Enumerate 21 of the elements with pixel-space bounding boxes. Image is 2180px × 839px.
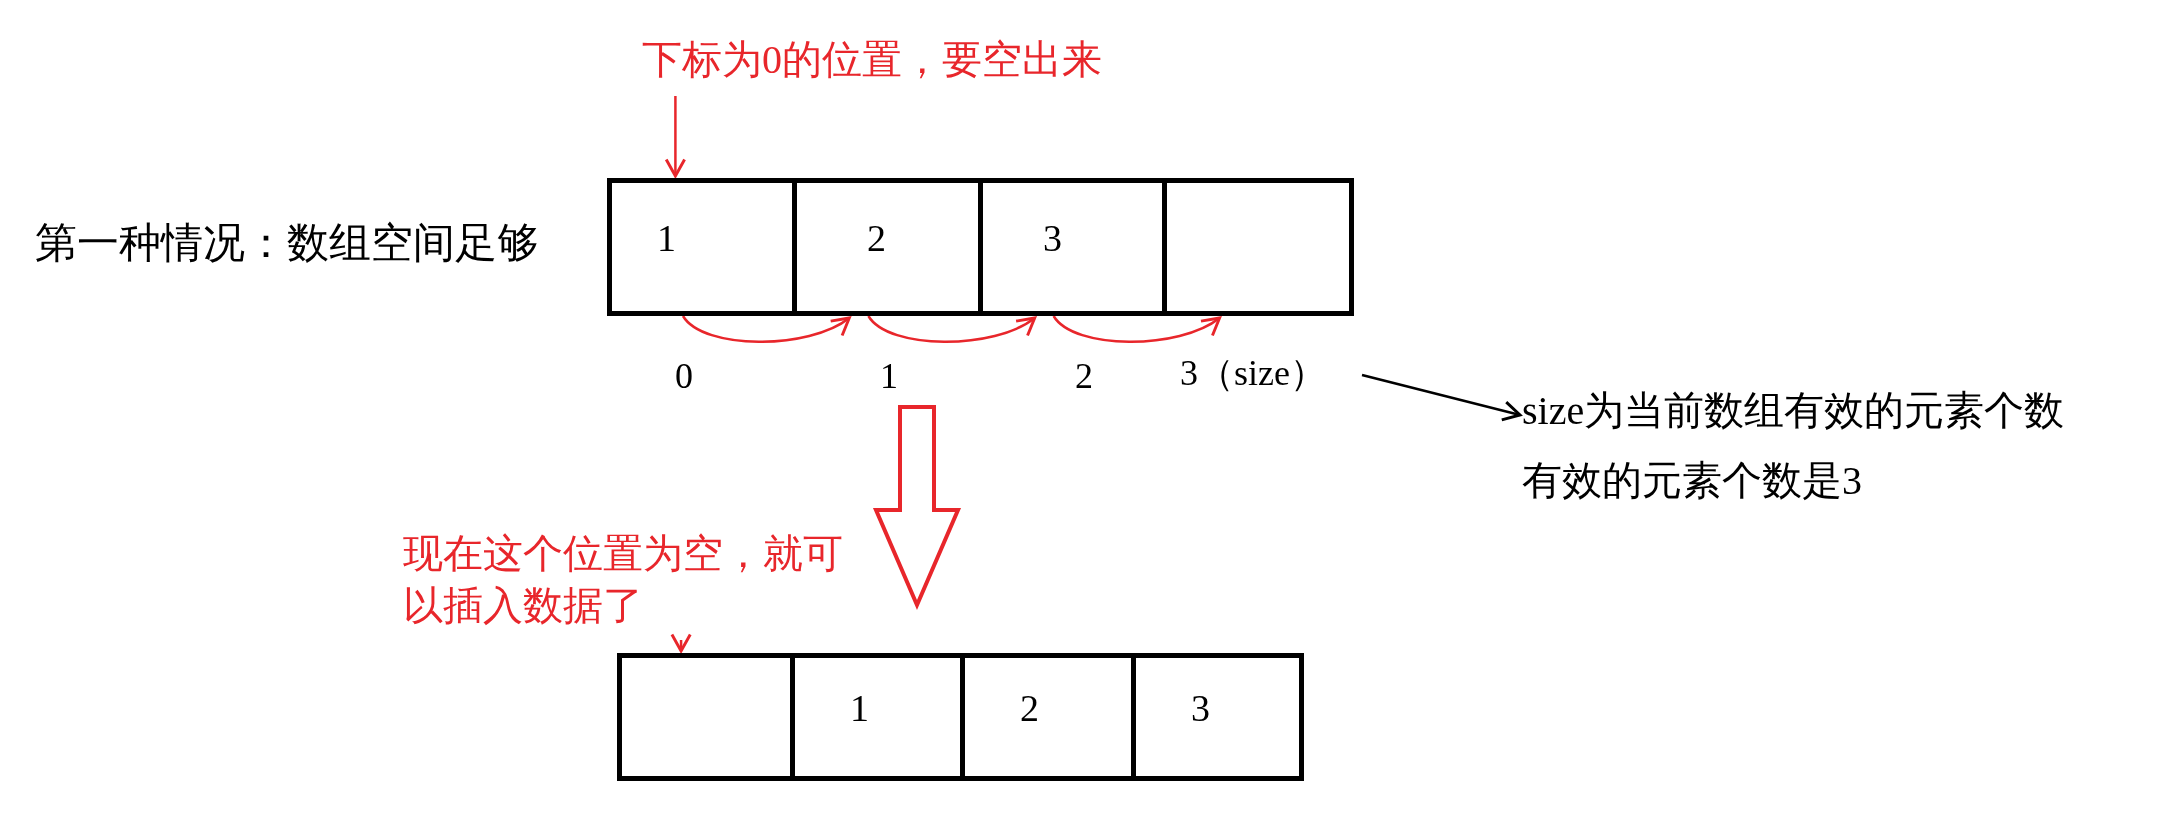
annotation-text: 下标为0的位置，要空出来 bbox=[642, 36, 1103, 84]
cell-value: 1 bbox=[850, 686, 869, 732]
annotation-text: 3（size） bbox=[1180, 352, 1327, 395]
cell-value: 2 bbox=[1020, 686, 1039, 732]
cell-value: 1 bbox=[657, 216, 676, 262]
index-label: 0 bbox=[675, 355, 693, 398]
cell-value: 3 bbox=[1191, 686, 1210, 732]
annotation-text: 有效的元素个数是3 bbox=[1522, 457, 1863, 505]
index-label: 2 bbox=[1075, 355, 1093, 398]
leader-arrow bbox=[1361, 373, 1522, 422]
leader-arrow bbox=[670, 633, 692, 653]
leader-arrow bbox=[664, 96, 687, 178]
heading-text: 第一种情况：数组空间足够 bbox=[35, 219, 539, 268]
cell-value: 3 bbox=[1043, 216, 1062, 262]
index-label: 1 bbox=[880, 355, 898, 398]
curved-arrow bbox=[867, 315, 1037, 343]
annotation-text: size为当前数组有效的元素个数 bbox=[1522, 387, 2066, 435]
curved-arrow bbox=[1052, 315, 1222, 343]
cell-value: 2 bbox=[867, 216, 886, 262]
curved-arrow bbox=[682, 315, 851, 343]
annotation-text: 现在这个位置为空，就可以插入数据了 bbox=[403, 530, 844, 630]
